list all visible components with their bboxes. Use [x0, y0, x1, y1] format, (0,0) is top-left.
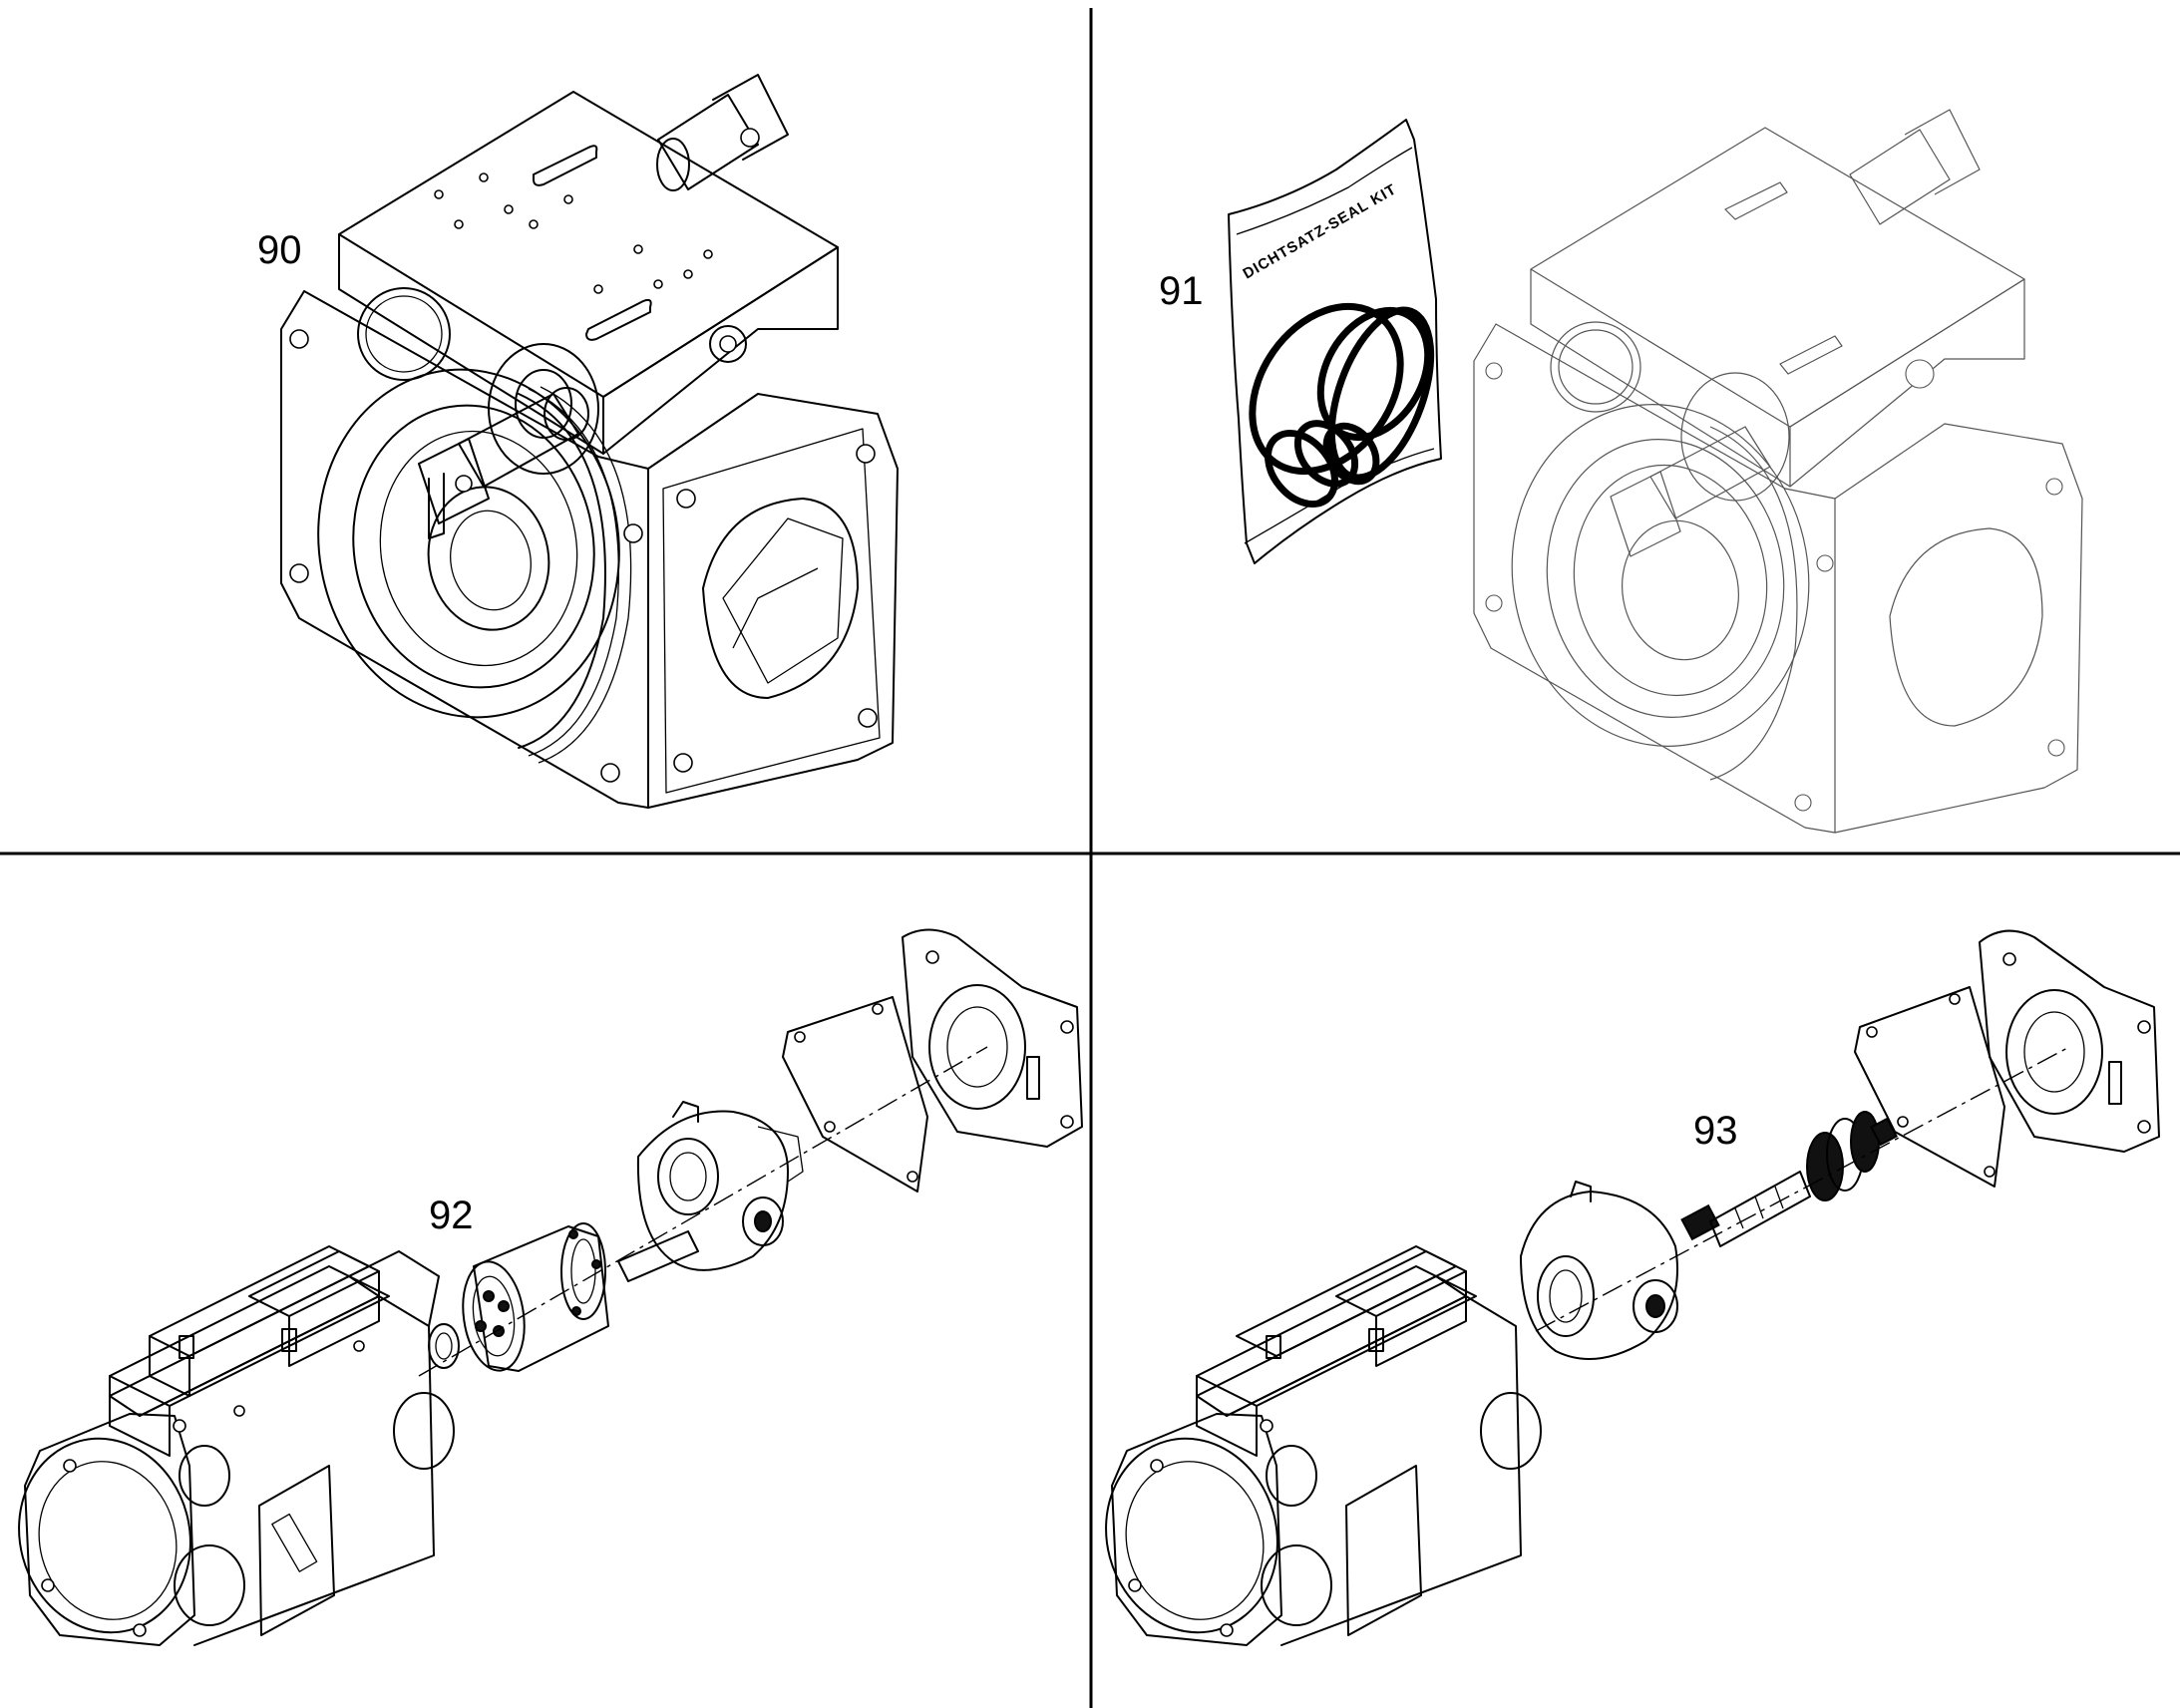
assembly-axis-q3	[418, 1046, 988, 1377]
gasket-icon-q4	[1854, 986, 2005, 1188]
callout-93: 93	[1693, 1109, 1738, 1153]
pump-housing-ghost-icon	[1473, 109, 2083, 834]
callout-92: 92	[429, 1194, 474, 1237]
rotary-group-icon	[428, 1101, 804, 1372]
assembly-axis-q4	[1535, 1046, 2070, 1332]
pump-housing-icon	[280, 74, 899, 809]
gasket-icon	[782, 996, 928, 1193]
seal-kit-label: DICHTSATZ-SEAL KIT	[1241, 180, 1400, 282]
callout-90: 90	[257, 228, 302, 272]
callout-91: 91	[1159, 269, 1204, 313]
tandem-pump-icon	[18, 1245, 455, 1646]
drive-shaft-icon	[1680, 1111, 1898, 1247]
swashplate-cradle-icon	[1520, 1181, 1678, 1360]
seal-kit-bag-icon: DICHTSATZ-SEAL KIT	[1228, 119, 1442, 564]
mounting-flange-icon	[902, 928, 1083, 1148]
tandem-pump-icon-q4	[1105, 1245, 1542, 1646]
mounting-flange-icon-q4	[1979, 929, 2160, 1153]
